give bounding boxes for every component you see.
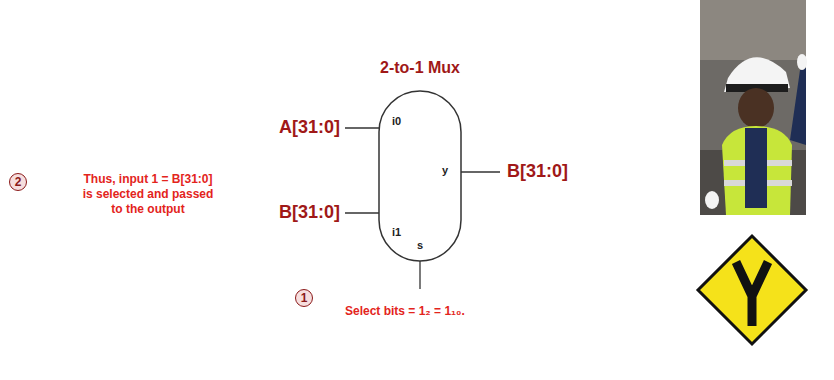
select-note: Select bits = 1₂ = 1₁₀. bbox=[345, 304, 465, 319]
mux-title: 2-to-1 Mux bbox=[380, 58, 460, 77]
bus-label: B[31:0] bbox=[279, 201, 340, 224]
input-wire bbox=[345, 212, 379, 213]
explanation-note: Thus, input 1 = B[31:0] is selected and … bbox=[78, 172, 218, 217]
input-wire bbox=[345, 127, 379, 128]
callout-number: 2 bbox=[9, 173, 27, 191]
output-port-label: y bbox=[442, 164, 448, 177]
traffic-officer-photo bbox=[700, 0, 807, 215]
road-fork-sign bbox=[698, 236, 806, 344]
callout-number: 1 bbox=[295, 289, 313, 307]
mux-outline bbox=[378, 90, 462, 262]
bus-label: B[31:0] bbox=[507, 160, 568, 183]
input-port-label: i0 bbox=[392, 115, 401, 128]
bus-label: A[31:0] bbox=[279, 116, 340, 139]
select-port-label: s bbox=[417, 239, 423, 252]
select-wire bbox=[419, 261, 420, 289]
mux-body: 2-to-1 Muxi0i1ys bbox=[378, 90, 462, 262]
input-port-label: i1 bbox=[392, 226, 401, 239]
output-wire bbox=[461, 171, 500, 172]
